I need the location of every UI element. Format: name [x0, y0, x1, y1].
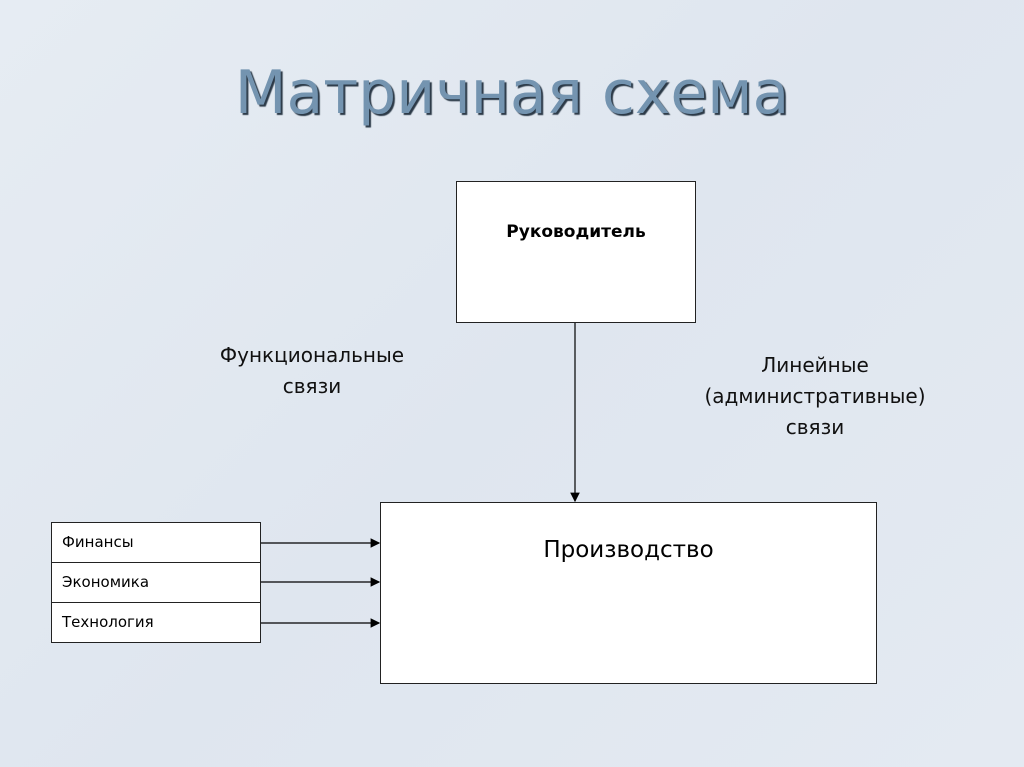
production-box: Производство [380, 502, 877, 684]
production-label: Производство [543, 537, 714, 563]
functional-links-label: Функциональные связи [182, 340, 442, 402]
department-label: Технология [62, 613, 154, 631]
label-line: связи [785, 415, 845, 439]
head-label: Руководитель [506, 222, 646, 242]
head-box: Руководитель [456, 181, 696, 323]
linear-links-label: Линейные (административные) связи [665, 350, 965, 443]
label-line: Линейные [761, 353, 869, 377]
label-line: Функциональные [219, 343, 405, 367]
department-box-finance: Финансы [51, 522, 261, 563]
slide-title: Матричная схема [234, 58, 790, 128]
label-line: (административные) [704, 384, 926, 408]
department-label: Экономика [62, 573, 150, 591]
department-box-technology: Технология [51, 602, 261, 643]
label-line: связи [282, 374, 342, 398]
department-label: Финансы [62, 533, 134, 551]
department-box-economics: Экономика [51, 562, 261, 603]
